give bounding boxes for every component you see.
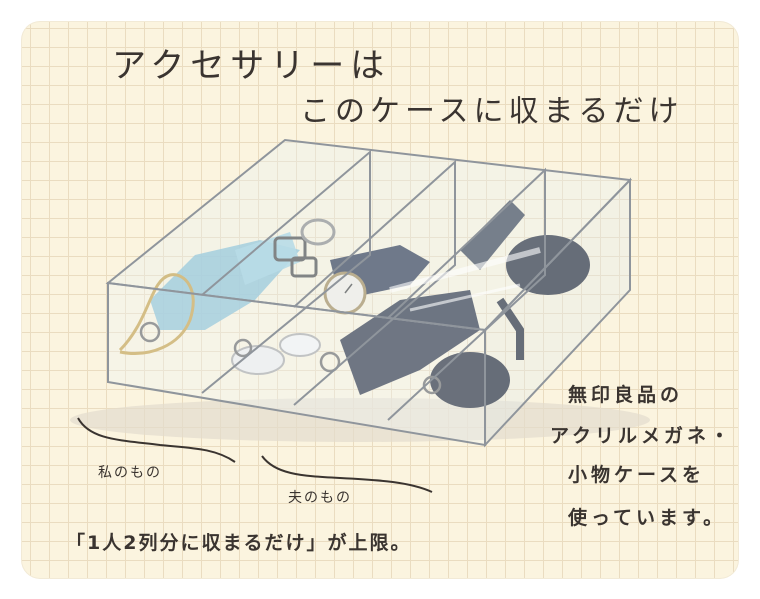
ring-4 (422, 375, 442, 395)
caption: 「1人2列分に収まるだけ」が上限。 (66, 532, 412, 554)
divider-2 (293, 159, 456, 406)
divider-3 (387, 167, 546, 421)
gold-necklace (118, 273, 195, 355)
divider-1 (201, 149, 371, 394)
grid-paper-background (22, 22, 738, 578)
glass-glare (389, 247, 541, 293)
square-earring (273, 236, 307, 262)
glasses-case (460, 200, 525, 270)
brace-husband (261, 455, 433, 493)
ring-1 (139, 321, 161, 343)
silver-disc-2 (279, 333, 321, 357)
acrylic-case (105, 138, 633, 448)
note-line-4: 使っています。 (568, 507, 727, 529)
label-mine: 私のもの (98, 465, 162, 481)
note-line-1: 無印良品の (568, 384, 684, 406)
hoop-earring (300, 218, 336, 246)
sunglasses-lens-2 (430, 352, 510, 408)
case-shadow (70, 398, 650, 442)
mask-fold (235, 232, 300, 285)
brace-mine (77, 417, 236, 463)
case-right (484, 177, 631, 448)
square-earring-2 (290, 256, 318, 278)
dark-pouch (340, 290, 480, 395)
ring-3 (319, 351, 341, 373)
title-line-1: アクセサリーは (112, 46, 391, 86)
ring-2 (233, 338, 253, 358)
title-line-2: このケースに収まるだけ (300, 94, 684, 129)
label-husband: 夫のもの (288, 490, 352, 506)
note-line-2: アクリルメガネ・ (550, 425, 734, 447)
note-line-3: 小物ケースを (568, 464, 706, 486)
